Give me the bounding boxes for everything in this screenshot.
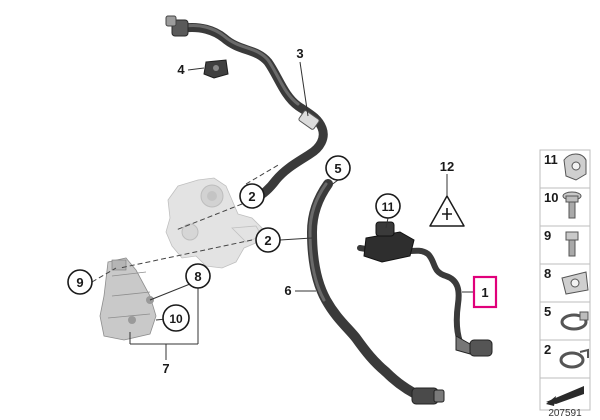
engine-block-ghost xyxy=(165,177,263,269)
svg-text:5: 5 xyxy=(334,161,341,176)
callout-6: 6 xyxy=(284,283,291,298)
warning-triangle-icon xyxy=(429,195,465,227)
svg-text:3: 3 xyxy=(296,46,303,61)
svg-text:12: 12 xyxy=(440,159,454,174)
hose-clamp-icon xyxy=(560,311,589,331)
svg-text:8: 8 xyxy=(194,269,201,284)
bolt-icon xyxy=(565,231,579,257)
svg-text:2: 2 xyxy=(264,233,271,248)
svg-text:9: 9 xyxy=(76,275,83,290)
callout-11: 11 xyxy=(375,193,401,219)
callout-8: 8 xyxy=(185,263,211,289)
callout-10: 10 xyxy=(162,304,190,332)
callout-2-middle: 2 xyxy=(255,227,281,253)
legend-label-5: 5 xyxy=(544,304,551,319)
legend-label-9: 9 xyxy=(544,228,551,243)
svg-text:11: 11 xyxy=(382,200,395,214)
legend-label-10: 10 xyxy=(544,190,558,205)
callout-2-top: 2 xyxy=(239,183,265,209)
legend-label-8: 8 xyxy=(544,266,551,281)
svg-text:6: 6 xyxy=(284,283,291,298)
hose-6 xyxy=(307,179,445,405)
direction-arrow-icon xyxy=(546,386,584,406)
svg-text:7: 7 xyxy=(162,361,169,376)
legend-label-2: 2 xyxy=(544,342,551,357)
flange-bolt-icon xyxy=(562,191,582,219)
callout-5: 5 xyxy=(325,155,351,181)
clip-nut-icon xyxy=(561,271,589,295)
hose-3 xyxy=(165,15,328,203)
legend-cell-9 xyxy=(539,225,591,265)
spring-clamp-icon xyxy=(559,348,589,369)
clip-icon xyxy=(563,153,587,181)
callout-1-highlight: 1 xyxy=(472,275,498,309)
callout-9: 9 xyxy=(67,269,93,295)
bracket-assembly xyxy=(99,257,157,341)
svg-text:1: 1 xyxy=(481,285,488,300)
legend-cell-5 xyxy=(539,301,591,341)
clip-4 xyxy=(203,59,229,79)
callout-12: 12 xyxy=(440,159,454,174)
svg-text:2: 2 xyxy=(248,189,255,204)
legend-label-11: 11 xyxy=(544,152,558,167)
svg-text:10: 10 xyxy=(169,312,183,326)
svg-text:4: 4 xyxy=(177,62,185,77)
parts-legend: 11 10 9 8 5 2 xyxy=(539,149,591,411)
leader-lines xyxy=(91,61,474,360)
callout-3: 3 xyxy=(296,46,303,61)
hose-1 xyxy=(357,221,493,357)
callout-7: 7 xyxy=(162,361,169,376)
callout-4: 4 xyxy=(177,62,185,77)
diagram-id: 207591 xyxy=(548,408,582,419)
